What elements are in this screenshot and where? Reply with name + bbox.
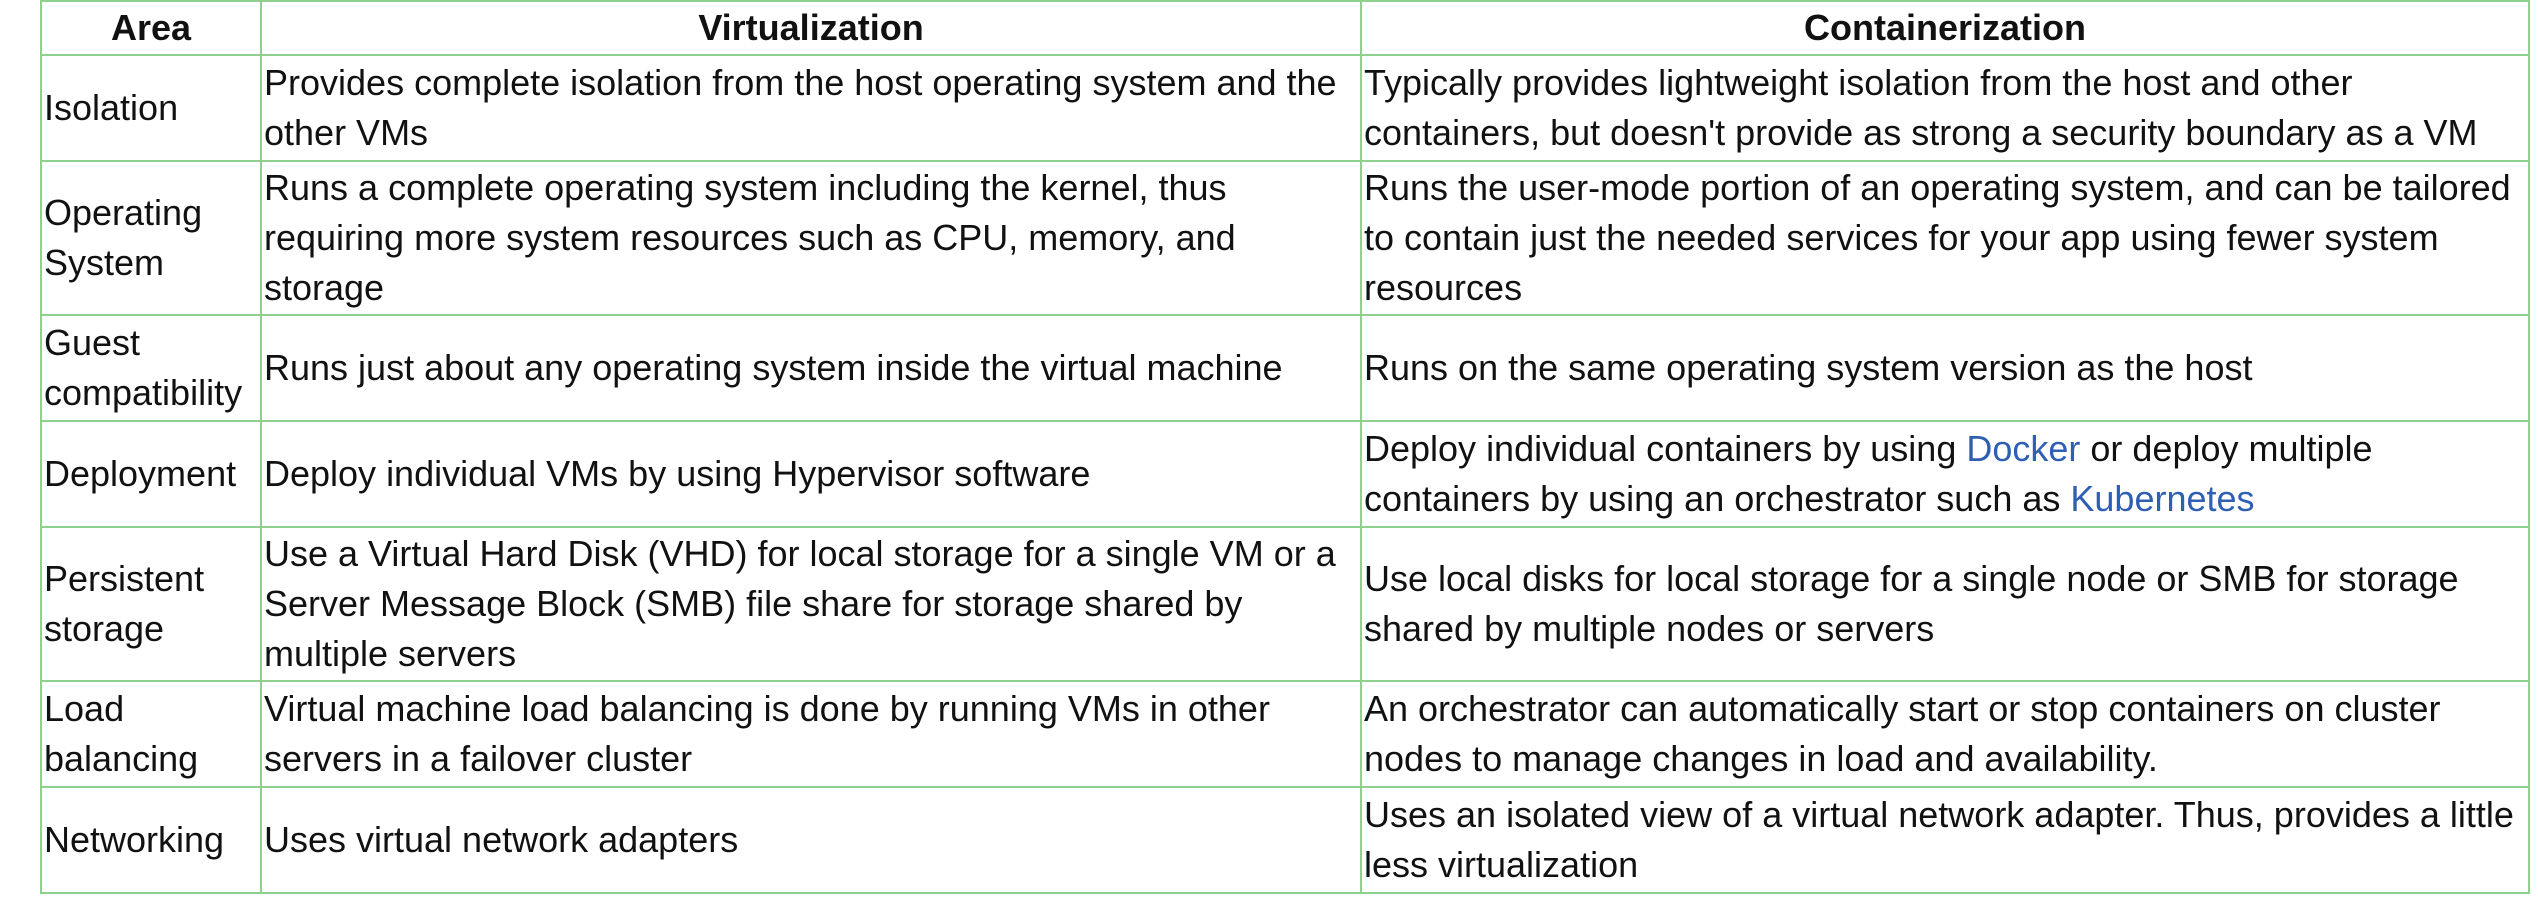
- table-row-isolation: Isolation Provides complete isolation fr…: [40, 54, 2530, 162]
- virtualization-cell: Runs a complete operating system includi…: [260, 160, 1362, 316]
- virtualization-cell: Deploy individual VMs by using Hyperviso…: [260, 420, 1362, 528]
- containerization-cell: An orchestrator can automatically start …: [1360, 680, 2530, 788]
- table-row-load-balancing: Load balancing Virtual machine load bala…: [40, 680, 2530, 788]
- area-cell: Persistent storage: [40, 526, 262, 682]
- area-cell: Operating System: [40, 160, 262, 316]
- virtualization-cell: Provides complete isolation from the hos…: [260, 54, 1362, 162]
- area-cell: Deployment: [40, 420, 262, 528]
- virtualization-cell: Use a Virtual Hard Disk (VHD) for local …: [260, 526, 1362, 682]
- table-row-networking: Networking Uses virtual network adapters…: [40, 786, 2530, 894]
- area-cell: Load balancing: [40, 680, 262, 788]
- containerization-cell: Typically provides lightweight isolation…: [1360, 54, 2530, 162]
- comparison-table: Area Virtualization Containerization Iso…: [40, 0, 2530, 894]
- header-row: Area Virtualization Containerization: [40, 0, 2530, 56]
- containerization-cell: Deploy individual containers by using Do…: [1360, 420, 2530, 528]
- deployment-text-2: or deploy multiple containers by using a…: [1364, 428, 2373, 519]
- deployment-text-1: Deploy individual containers by using: [1364, 428, 1967, 469]
- area-cell: Guest compatibility: [40, 314, 262, 422]
- virtualization-cell: Uses virtual network adapters: [260, 786, 1362, 894]
- header-virtualization: Virtualization: [260, 0, 1362, 56]
- virtualization-cell: Virtual machine load balancing is done b…: [260, 680, 1362, 788]
- containerization-cell: Runs the user-mode portion of an operati…: [1360, 160, 2530, 316]
- containerization-cell: Uses an isolated view of a virtual netwo…: [1360, 786, 2530, 894]
- header-containerization: Containerization: [1360, 0, 2530, 56]
- area-cell: Isolation: [40, 54, 262, 162]
- docker-link[interactable]: Docker: [1966, 428, 2081, 469]
- table-row-deployment: Deployment Deploy individual VMs by usin…: [40, 420, 2530, 528]
- kubernetes-link[interactable]: Kubernetes: [2070, 478, 2255, 519]
- header-area: Area: [40, 0, 262, 56]
- virtualization-cell: Runs just about any operating system ins…: [260, 314, 1362, 422]
- table-row-guest-compatibility: Guest compatibility Runs just about any …: [40, 314, 2530, 422]
- table-row-persistent-storage: Persistent storage Use a Virtual Hard Di…: [40, 526, 2530, 682]
- containerization-cell: Use local disks for local storage for a …: [1360, 526, 2530, 682]
- area-cell: Networking: [40, 786, 262, 894]
- table-row-operating-system: Operating System Runs a complete operati…: [40, 160, 2530, 316]
- containerization-cell: Runs on the same operating system versio…: [1360, 314, 2530, 422]
